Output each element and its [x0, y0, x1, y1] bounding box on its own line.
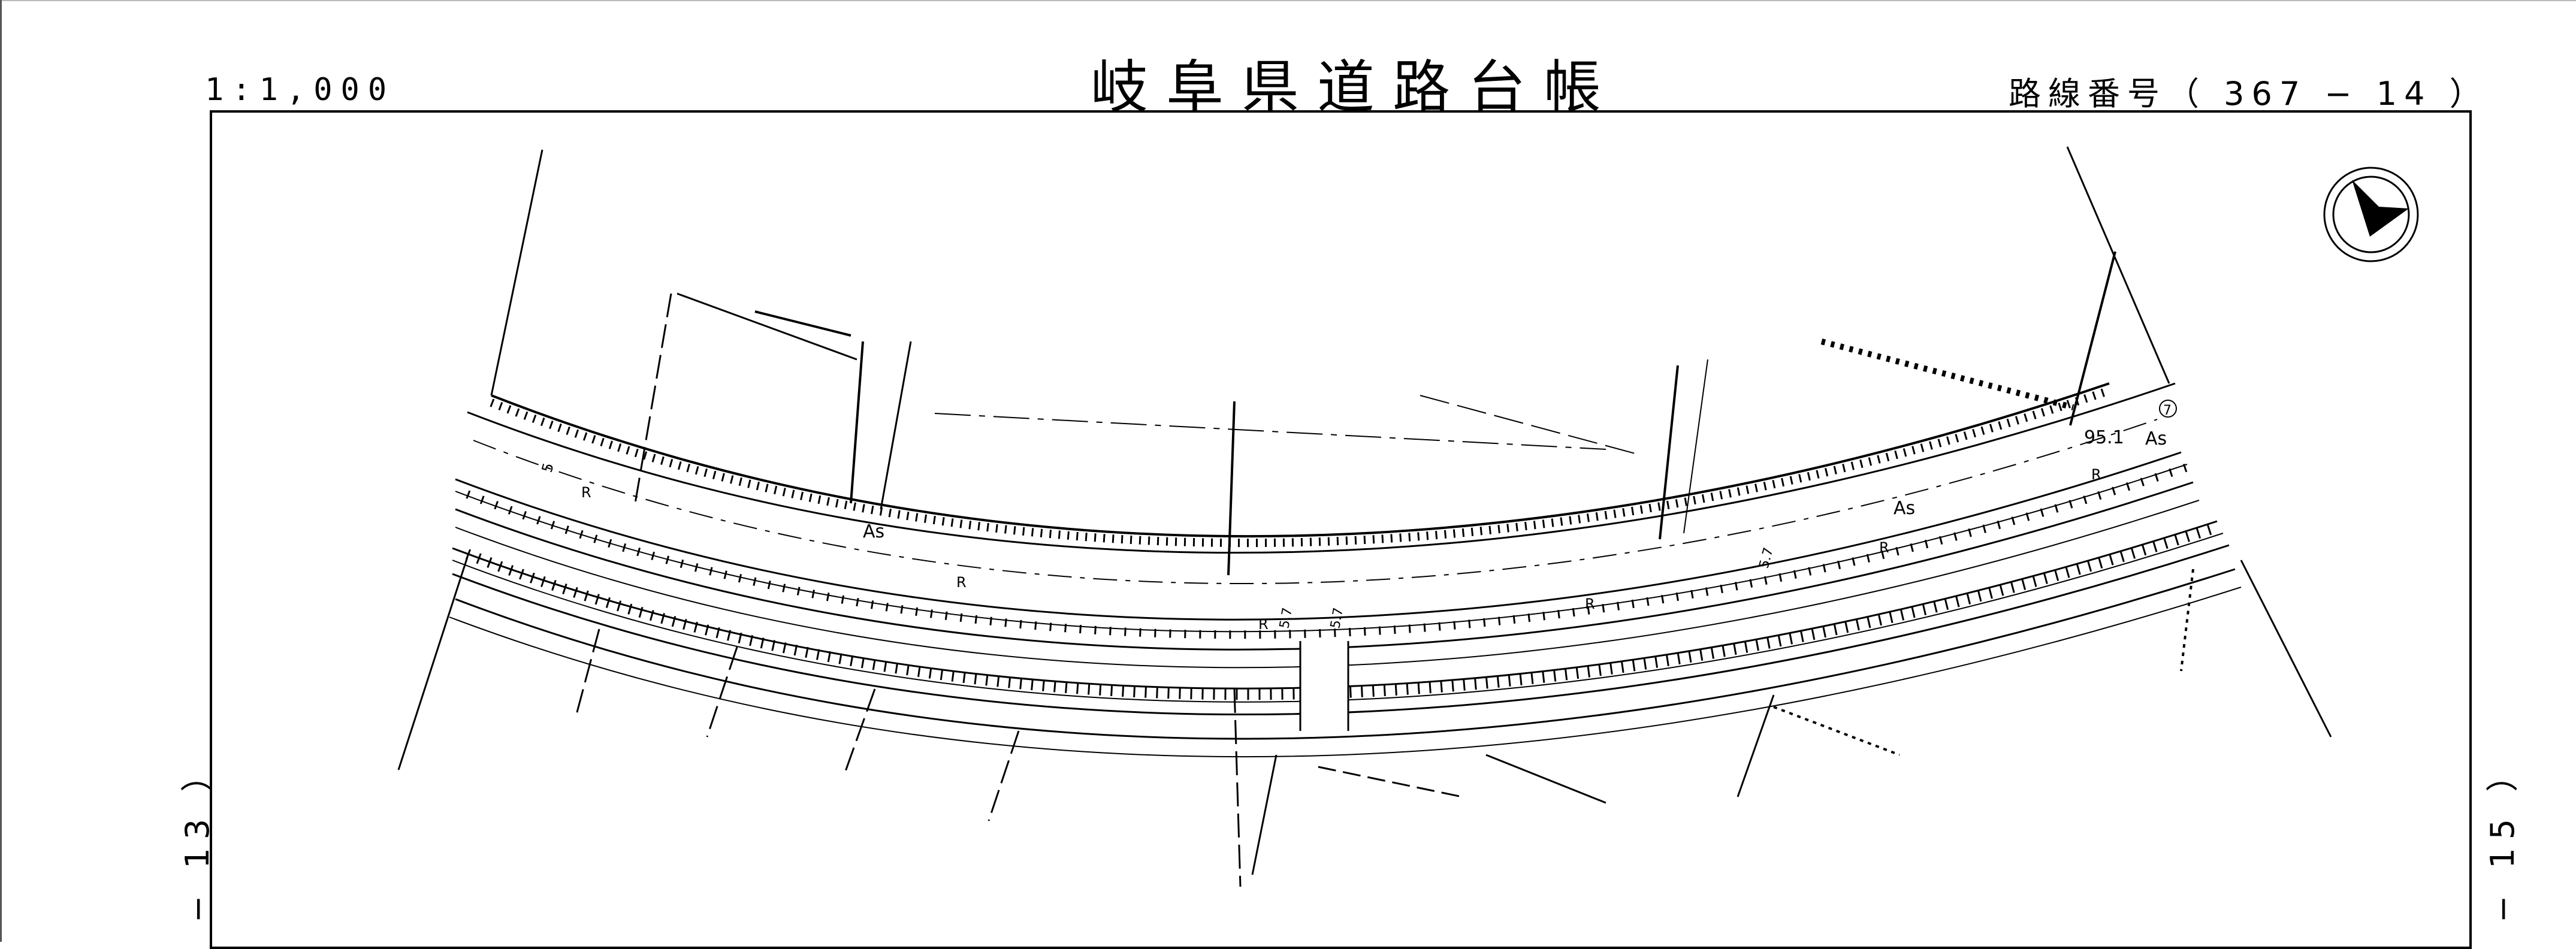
page-title: 岐阜県道路台帳	[1091, 54, 1619, 121]
label-r-1: R	[581, 484, 591, 501]
label-circle-num: 7	[2163, 403, 2172, 418]
north-arrow-icon	[2323, 167, 2419, 262]
scale-label: 1:1,000	[205, 72, 395, 108]
label-as-right: As	[1894, 498, 1915, 519]
left-border	[0, 0, 2, 942]
label-width: 95.1	[2084, 427, 2124, 448]
label-r-5: R	[1879, 539, 1889, 556]
label-dim-5: 5	[539, 461, 557, 475]
label-as-far-right: As	[2145, 428, 2167, 449]
route-number: 路線番号（ 367 − 14 ）	[2009, 75, 2489, 113]
label-dim-57-c: 5.7	[1757, 546, 1777, 570]
label-r-6: R	[2091, 466, 2101, 483]
label-dim-57-a: 5.7	[1277, 606, 1295, 630]
top-border	[0, 0, 2576, 1]
label-r-3: R	[1258, 616, 1269, 633]
label-as-left: As	[863, 521, 884, 542]
circle-marker: 7	[2159, 400, 2177, 418]
label-r-4: R	[1585, 596, 1595, 612]
label-dim-57-b: 5.7	[1328, 606, 1346, 630]
label-r-2: R	[956, 574, 967, 591]
